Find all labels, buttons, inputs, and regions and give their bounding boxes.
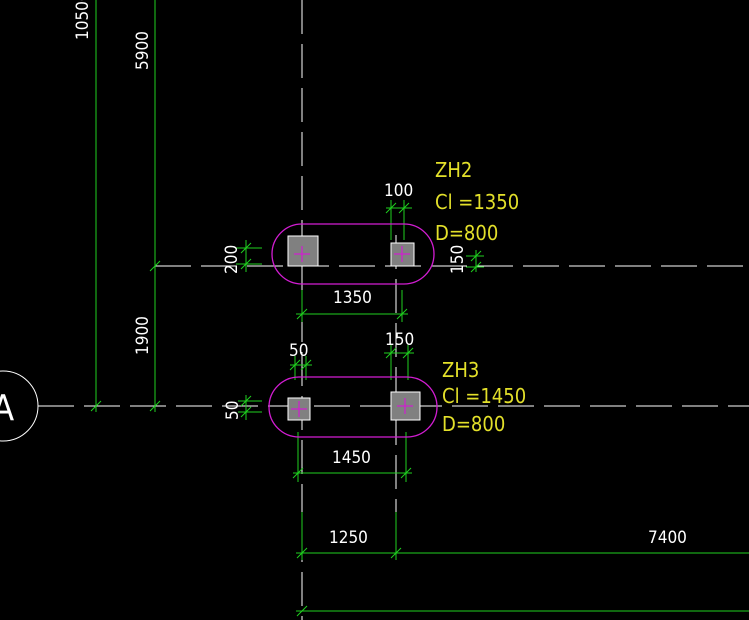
pile-cap-outline-zh3 — [268, 376, 438, 438]
dim-text-150-right: 150 — [448, 245, 468, 274]
dim-text-150-top: 150 — [385, 330, 414, 350]
dim-text-5900: 5900 — [133, 31, 153, 70]
dim-text-1250: 1250 — [329, 528, 368, 548]
dim-text-1450: 1450 — [332, 448, 371, 468]
pile-label-zh2-name: ZH2 — [435, 158, 472, 182]
dim-text-50-left: 50 — [223, 401, 243, 420]
column-square — [390, 391, 421, 421]
pile-cap-zh2 — [271, 223, 435, 285]
dim-text-50-top: 50 — [289, 341, 308, 361]
column-square — [287, 235, 319, 267]
pile-cap-outline-zh2 — [271, 223, 435, 285]
dim-text-1900: 1900 — [133, 316, 153, 355]
pile-cap-zh3 — [268, 376, 438, 438]
dimension-lines — [90, 0, 749, 617]
pile-label-zh3-name: ZH3 — [442, 358, 479, 382]
axis-label-a: A — [0, 388, 14, 429]
pile-label-zh3-diameter: D=800 — [442, 412, 505, 436]
dim-text-100: 100 — [384, 181, 413, 201]
dim-text-10500: 10500 — [73, 0, 93, 40]
pile-label-zh2-spacing: Cl =1350 — [435, 190, 519, 214]
pile-label-zh3-spacing: Cl =1450 — [442, 384, 526, 408]
dim-text-200: 200 — [222, 245, 242, 274]
dim-text-1350: 1350 — [333, 288, 372, 308]
axis-bubble-a — [0, 370, 39, 442]
pile-label-zh2-diameter: D=800 — [435, 221, 498, 245]
dim-text-7400: 7400 — [648, 528, 687, 548]
